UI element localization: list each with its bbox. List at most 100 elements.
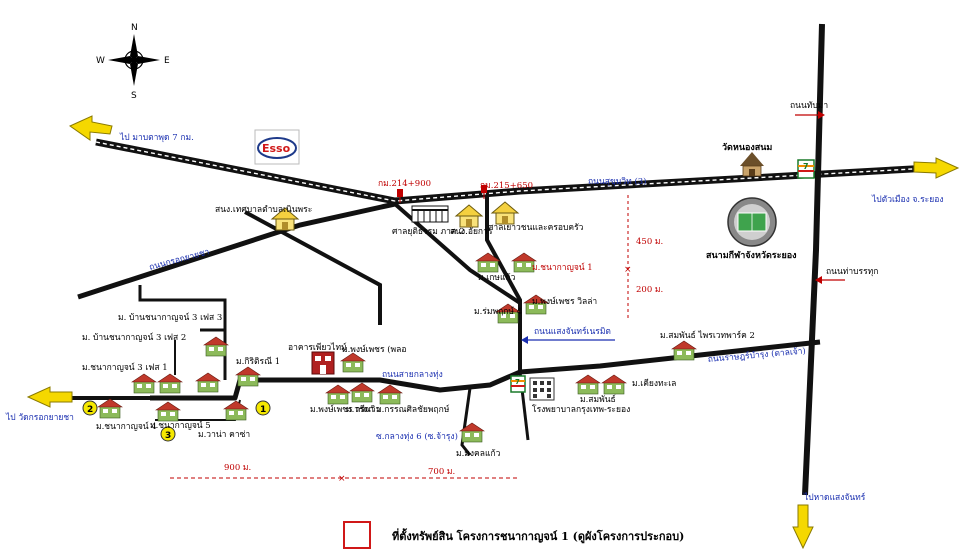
label-rompruek-4: ม.ร่มพฤกษ์ 4 (474, 306, 522, 317)
arrow-to-wat-krok (26, 386, 73, 408)
label-sala-yutitham: ศาลยุติธรรม ภาค 2 (392, 227, 465, 237)
label-somphan-park: ม.สมพันธ์ ไพรเวทพาร์ค 2 (660, 330, 755, 341)
label-municipal-office: สนง.เทศบาลตำบลเนินพระ (215, 205, 312, 215)
stadium-icon (727, 197, 777, 247)
label-ban-khanakarn-3-phase2: ม. บ้านชนากาญจน์ 3 เฟส 2 (82, 332, 186, 343)
label-montkamon: ม.มงคลแก้ว (456, 448, 501, 459)
legend-box (343, 521, 371, 549)
temple-icon (740, 152, 764, 177)
label-wana-kasa: ม.วาน่า คาซ่า (198, 430, 250, 440)
esso-logo: Esso (254, 129, 300, 165)
compass-e: E (164, 56, 170, 66)
label-phongphet-villa: ม.พงษ์เพชร วิลล่า (532, 296, 597, 307)
house-icon-8 (223, 400, 249, 421)
arrow-saeng-chan-head (521, 336, 528, 344)
label-thap-ma: ถนนทับมา (790, 101, 828, 111)
label-distance-200: 200 ม. (636, 285, 663, 295)
pure-time-building-icon (311, 351, 335, 375)
marker-number-2: 2 (87, 405, 93, 415)
sukhumvit-road-center (95, 141, 931, 202)
label-ban-khanakarn-3-phase3: ม. บ้านชนากาญจน์ 3 เฟส 3 (118, 312, 222, 323)
label-km-2: กม.215+650 (480, 181, 533, 191)
label-hospital: โรงพยาบาลกรุงเทพ-ระยอง (532, 404, 630, 415)
seven-eleven-icon-east: 7 (797, 159, 815, 179)
esso-text: Esso (262, 142, 291, 155)
arrow-to-hat-saeng-chan (792, 504, 814, 550)
label-to-hat-saeng-chan: ไปหาดแสงจันทร์ (803, 492, 866, 503)
label-kansiri: ม.กรรณศิลชัยพฤกษ์ (376, 404, 450, 415)
label-khanakarn-5: ม.ชนากาญจน์ 5 (150, 420, 211, 431)
label-chiang-thale: ม.เคียงทะเล (632, 378, 676, 389)
marker-number-1: 1 (260, 405, 266, 415)
seven-label-mid: 7 (515, 378, 520, 386)
house-icon-12 (377, 384, 403, 405)
seven-label-east: 7 (803, 162, 809, 171)
branch-road-1 (244, 210, 382, 325)
km-marker-2 (481, 185, 487, 199)
km-marker-1 (397, 189, 403, 203)
house-icon-2 (131, 373, 157, 394)
seven-eleven-icon-mid: 7 (510, 375, 526, 393)
label-somphan: ม.สมพันธ์ (580, 394, 616, 405)
house-icon-7 (155, 401, 181, 422)
label-to-map-ta-phut: ไป มาบตาพุด 7 กม. (119, 132, 194, 143)
label-saeng-chan: ถนนแสงจันทร์เนรมิต (534, 326, 611, 337)
label-sai-klang-thung: ถนนสายกลางทุ่ง (382, 370, 443, 380)
label-sala-family: ศาลเยาวชนและครอบครัว (488, 223, 584, 233)
arrow-tha-ban-nuk-head (815, 276, 822, 284)
label-worada: ม.วรดา (346, 405, 374, 415)
label-khanakarn-4: ม.ชนากาญจน์ 4 (96, 421, 157, 432)
label-krok-yai-cha: ถนนกรอกยายชา (148, 247, 210, 273)
label-phongphet-green: ม.พงษ์เพชร กรีนวิว (310, 404, 381, 415)
label-tha-ban-nuk: ถนนท่าบรรทุก (826, 267, 878, 277)
house-icon-4 (195, 372, 221, 393)
label-distance-450: 450 ม. (636, 237, 663, 247)
label-kritsada-1: ม.กิริติรณี 1 (236, 356, 280, 367)
label-sala-khadi: สนง.อัยการ (450, 227, 493, 237)
house-icon-18 (575, 374, 601, 395)
label-to-wat-krok: ไป วัดกรอกยายชา (5, 412, 74, 423)
arrow-to-map-ta-phut (68, 115, 113, 141)
marker-circle-2 (82, 400, 98, 416)
house-icon-6 (97, 398, 123, 419)
label-distance-700: 700 ม. (428, 467, 455, 477)
compass-s: S (131, 91, 137, 101)
marker-circle-3 (160, 426, 176, 442)
saeng-chan-road (485, 196, 522, 372)
marker-circle-1 (255, 400, 271, 416)
house-icon-10 (325, 384, 351, 405)
label-phongphet-pool: ม.พงษ์เพชร (พลอ (342, 344, 406, 355)
label-sukhumvit: ถนนสุขุมวิท (3) (588, 176, 647, 187)
label-khanakarn-1: ม.ชนากาญจน์ 1 (532, 262, 593, 273)
court-building-icon (411, 205, 449, 223)
label-khanakarn-3-phase1: ม.ชนากาญจน์ 3 เฟส 1 (82, 362, 168, 373)
sai-klang-thung-road (150, 339, 821, 401)
compass-n: N (131, 23, 138, 33)
house-icon-11 (349, 382, 375, 403)
east-vertical-road (802, 23, 825, 496)
label-km-1: กม.214+900 (378, 179, 431, 189)
label-soi-klang-thung: ซ.กลางทุ่ง 6 (ซ.จ้ารุง) (376, 431, 458, 442)
house-icon-9 (340, 352, 366, 373)
house-icon-3 (157, 373, 183, 394)
label-building: อาคารเพียวไทม์ (288, 342, 347, 353)
arrow-to-rayong-city (913, 157, 960, 179)
arrow-thap-ma-head (818, 111, 825, 119)
krok-yai-cha-road (77, 201, 396, 300)
hospital-icon (529, 377, 555, 401)
house-icon-5 (235, 366, 261, 387)
distance-x-mid: × (624, 265, 632, 275)
nern-phra-road (393, 202, 522, 305)
compass-rose: N S E W (96, 23, 170, 101)
distance-x-horiz: × (338, 474, 346, 484)
prosecutor-office-icon (455, 204, 483, 228)
label-to-rayong-city: ไปตัวเมือง จ.ระยอง (871, 194, 943, 205)
label-ketkaeo: ม.เกษแก้ว (478, 272, 516, 283)
wat-nong-sanom-label: วัดหนองสนม (722, 142, 772, 153)
marker-number-3: 3 (165, 431, 171, 441)
house-icon-17 (671, 340, 697, 361)
legend-text: ที่ตั้งทรัพย์สิน โครงการชนากาญจน์ 1 (ดูผ… (392, 528, 684, 544)
label-distance-900: 900 ม. (224, 463, 251, 473)
village-road-a (138, 285, 227, 380)
